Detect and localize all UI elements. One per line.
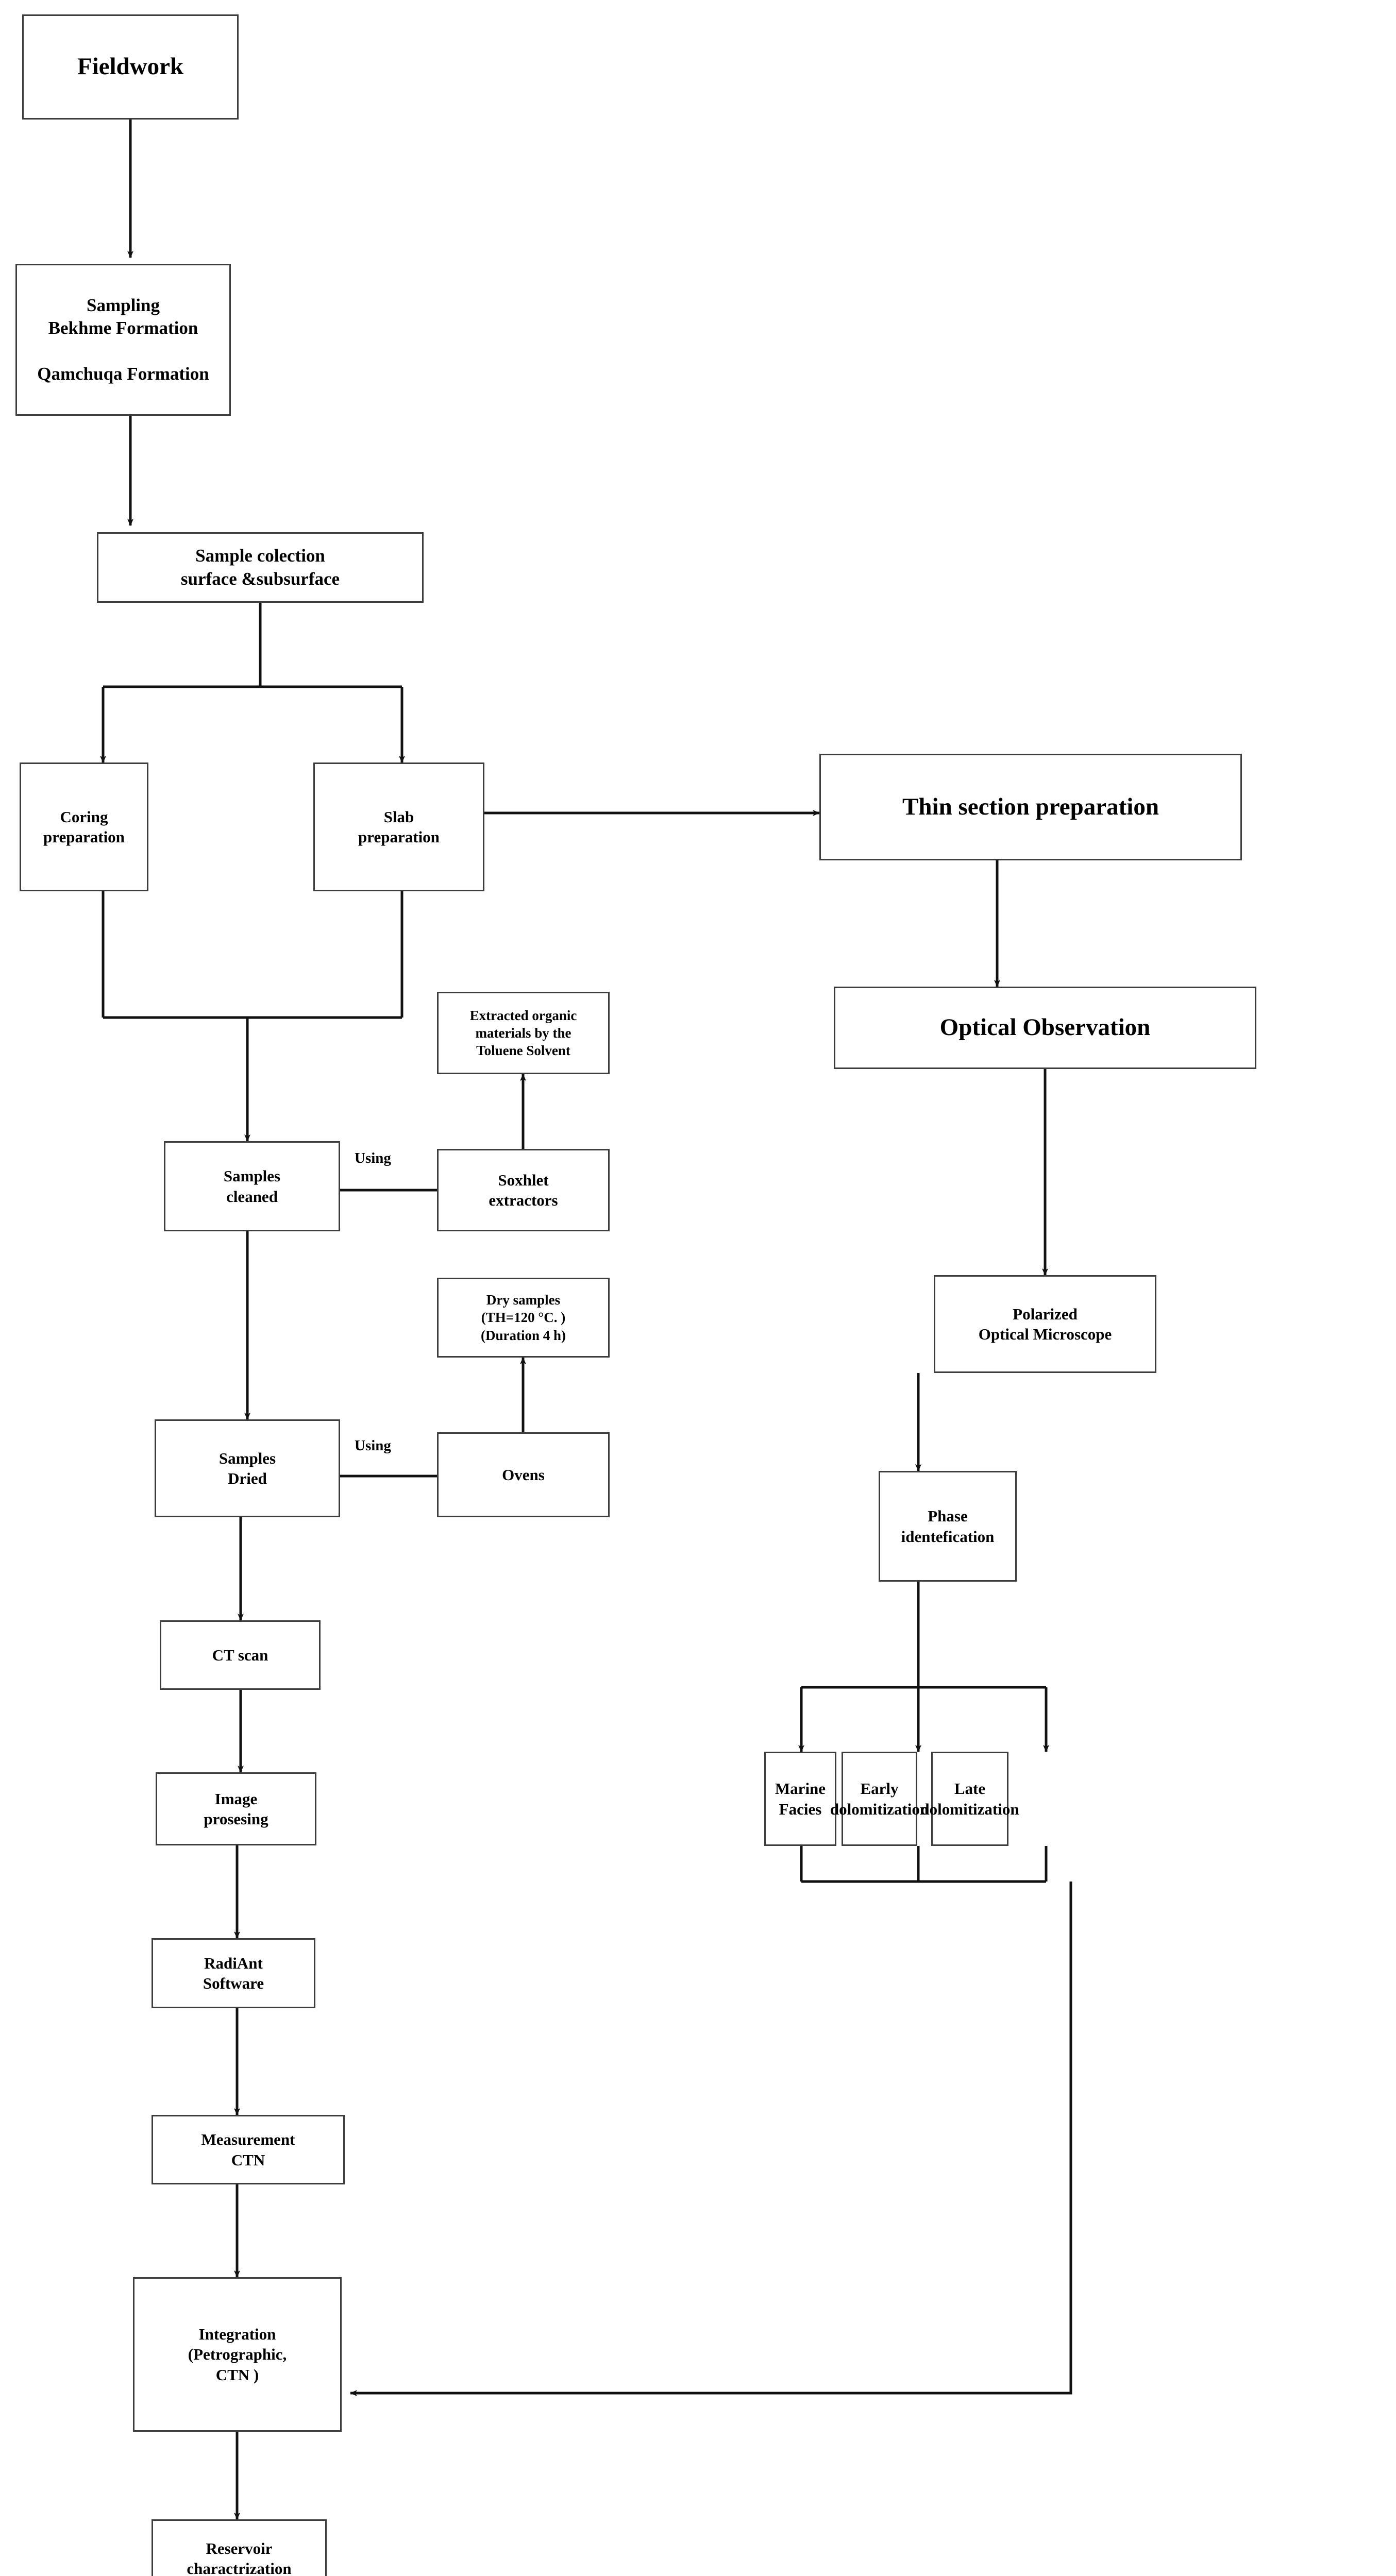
node-ovens[interactable]: Ovens — [437, 1432, 610, 1517]
node-samples-dried[interactable]: Samples Dried — [155, 1419, 340, 1517]
node-thin-section-preparation[interactable]: Thin section preparation — [819, 754, 1242, 860]
node-fieldwork[interactable]: Fieldwork — [22, 14, 239, 120]
node-samples-cleaned[interactable]: Samples cleaned — [164, 1141, 340, 1231]
node-late-dolomitization[interactable]: Late dolomitization — [920, 1752, 1019, 1846]
node-coring-preparation[interactable]: Coring preparation — [20, 762, 148, 891]
node-extracted-organic-materials[interactable]: Extracted organic materials by the Tolue… — [437, 992, 610, 1074]
node-measurement-ctn[interactable]: Measurement CTN — [152, 2115, 345, 2184]
node-image-processing[interactable]: Image prosesing — [156, 1772, 316, 1845]
node-marine-facies[interactable]: Marine Facies — [764, 1752, 836, 1846]
node-reservoir-characterization[interactable]: Reservoir charactrization — [152, 2519, 327, 2576]
node-slab-preparation[interactable]: Slab preparation — [313, 762, 484, 891]
node-integration[interactable]: Integration (Petrographic, CTN ) — [133, 2277, 342, 2432]
node-sample-collection[interactable]: Sample colection surface &subsurface — [97, 532, 424, 603]
node-polarized-optical-microscope[interactable]: Polarized Optical Microscope — [934, 1275, 1156, 1373]
node-early-dolomitization[interactable]: Early dolomitization — [830, 1752, 929, 1846]
edge-facies-to-integration — [350, 1882, 1072, 2396]
edge-label-using-soxhlet: Using — [355, 1150, 391, 1166]
node-sampling[interactable]: Sampling Bekhme Formation Qamchuqa Forma… — [15, 264, 231, 416]
edge-label-using-ovens: Using — [355, 1437, 391, 1454]
node-dry-samples[interactable]: Dry samples (TH=120 °C. ) (Duration 4 h) — [437, 1278, 610, 1358]
node-optical-observation[interactable]: Optical Observation — [834, 987, 1256, 1069]
node-radiant-software[interactable]: RadiAnt Software — [152, 1938, 315, 2008]
node-phase-identification[interactable]: Phase identefication — [879, 1471, 1017, 1582]
node-ct-scan[interactable]: CT scan — [160, 1620, 321, 1690]
node-soxhlet-extractors[interactable]: Soxhlet extractors — [437, 1149, 610, 1231]
